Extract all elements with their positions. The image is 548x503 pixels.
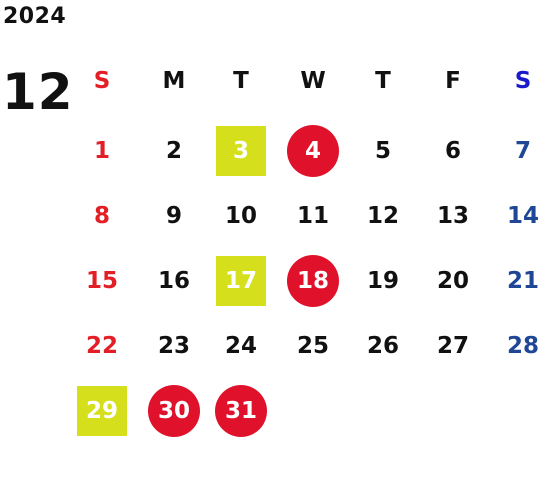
circle-marker xyxy=(287,255,339,307)
day-number: 27 xyxy=(436,333,469,359)
day-number: 3 xyxy=(232,138,249,164)
day-cell[interactable]: 28 xyxy=(495,318,548,374)
weekday-header-wednesday: W xyxy=(300,68,326,94)
day-cell[interactable]: 8 xyxy=(74,188,130,244)
day-number: 14 xyxy=(506,203,539,229)
day-cell[interactable]: 9 xyxy=(146,188,202,244)
weekday-header-saturday: S xyxy=(514,68,532,94)
day-number: 28 xyxy=(506,333,539,359)
circle-marker xyxy=(148,385,200,437)
day-number: 29 xyxy=(85,398,118,424)
weekday-header-friday: F xyxy=(445,68,461,94)
day-cell[interactable]: 27 xyxy=(425,318,481,374)
square-marker xyxy=(77,386,127,436)
day-number: 24 xyxy=(224,333,257,359)
day-cell[interactable]: 16 xyxy=(146,253,202,309)
day-cell[interactable]: 23 xyxy=(146,318,202,374)
day-cell[interactable]: 29 xyxy=(74,383,130,439)
day-cell[interactable]: 18 xyxy=(285,253,341,309)
day-number: 13 xyxy=(436,203,469,229)
day-number: 2 xyxy=(165,138,182,164)
year-label: 2024 xyxy=(3,4,67,29)
day-number: 31 xyxy=(224,398,257,424)
day-number: 18 xyxy=(296,268,329,294)
square-marker xyxy=(216,126,266,176)
day-number: 17 xyxy=(224,268,257,294)
day-number: 4 xyxy=(304,138,321,164)
day-number: 9 xyxy=(165,203,182,229)
month-label: 12 xyxy=(2,63,74,121)
day-cell[interactable]: 3 xyxy=(213,123,269,179)
day-cell[interactable]: 25 xyxy=(285,318,341,374)
day-number: 1 xyxy=(93,138,110,164)
day-number: 21 xyxy=(506,268,539,294)
day-number: 5 xyxy=(374,138,391,164)
day-number: 6 xyxy=(444,138,461,164)
day-cell[interactable]: 13 xyxy=(425,188,481,244)
day-cell[interactable]: 24 xyxy=(213,318,269,374)
square-marker xyxy=(216,256,266,306)
weekday-header-sunday: S xyxy=(93,68,111,94)
day-cell[interactable]: 17 xyxy=(213,253,269,309)
day-cell[interactable]: 21 xyxy=(495,253,548,309)
circle-marker xyxy=(287,125,339,177)
day-cell[interactable]: 22 xyxy=(74,318,130,374)
day-cell[interactable]: 31 xyxy=(213,383,269,439)
day-cell[interactable]: 7 xyxy=(495,123,548,179)
day-number: 30 xyxy=(157,398,190,424)
weekday-header-tuesday: T xyxy=(233,68,249,94)
day-cell[interactable]: 1 xyxy=(74,123,130,179)
day-cell[interactable]: 20 xyxy=(425,253,481,309)
day-number: 20 xyxy=(436,268,469,294)
day-number: 10 xyxy=(224,203,257,229)
day-cell[interactable]: 19 xyxy=(355,253,411,309)
day-number: 25 xyxy=(296,333,329,359)
day-number: 26 xyxy=(366,333,399,359)
day-number: 16 xyxy=(157,268,190,294)
day-cell[interactable]: 14 xyxy=(495,188,548,244)
circle-marker xyxy=(215,385,267,437)
day-cell[interactable]: 4 xyxy=(285,123,341,179)
day-cell[interactable]: 30 xyxy=(146,383,202,439)
day-number: 12 xyxy=(366,203,399,229)
day-cell[interactable]: 15 xyxy=(74,253,130,309)
day-cell[interactable]: 2 xyxy=(146,123,202,179)
weekday-header-monday: M xyxy=(162,68,186,94)
day-cell[interactable]: 10 xyxy=(213,188,269,244)
day-number: 15 xyxy=(85,268,118,294)
day-number: 22 xyxy=(85,333,118,359)
day-number: 19 xyxy=(366,268,399,294)
day-cell[interactable]: 6 xyxy=(425,123,481,179)
day-number: 23 xyxy=(157,333,190,359)
day-cell[interactable]: 5 xyxy=(355,123,411,179)
day-cell[interactable]: 12 xyxy=(355,188,411,244)
day-number: 11 xyxy=(296,203,329,229)
day-number: 8 xyxy=(93,203,110,229)
day-cell[interactable]: 11 xyxy=(285,188,341,244)
weekday-header-thursday: T xyxy=(375,68,391,94)
day-cell[interactable]: 26 xyxy=(355,318,411,374)
day-number: 7 xyxy=(514,138,531,164)
